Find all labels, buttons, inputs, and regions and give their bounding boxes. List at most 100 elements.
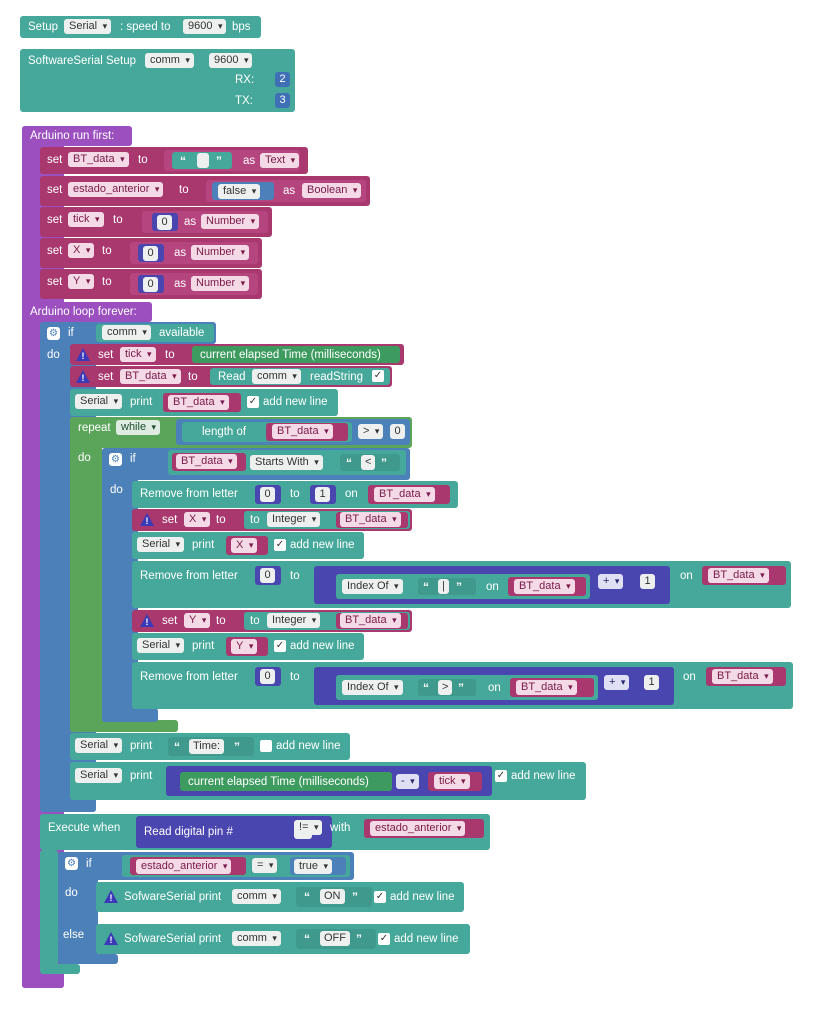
as-type-block[interactable]: false as Boolean <box>206 180 366 202</box>
type-dropdown[interactable]: Number <box>201 214 260 229</box>
text-literal-block[interactable]: “ Time: ” <box>168 737 254 756</box>
text-literal-block[interactable]: “ | ” <box>418 578 476 595</box>
text-literal-block[interactable]: “ < ” <box>340 454 400 471</box>
math-add-block[interactable]: Index Of “ > ” on BT_data + 1 <box>314 667 674 705</box>
var-dropdown[interactable]: BT_data <box>708 568 769 583</box>
length-of-block[interactable]: length of BT_data <box>182 422 352 442</box>
serial-print-elapsed-block[interactable]: Serial print current elapsed Time (milli… <box>70 762 586 800</box>
var-dropdown[interactable]: BT_data <box>374 487 435 502</box>
bool-literal-block[interactable]: false <box>212 182 274 200</box>
bt-var-block[interactable]: BT_data <box>510 678 594 697</box>
x-var-block[interactable]: X <box>226 536 268 555</box>
text-literal-block[interactable]: “ OFF ” <box>296 929 376 949</box>
checkbox-icon[interactable] <box>260 740 272 752</box>
zero-number[interactable]: 0 <box>390 424 405 439</box>
number-value[interactable]: 0 <box>260 568 275 583</box>
string-value[interactable]: OFF <box>320 931 350 946</box>
math-minus-block[interactable]: current elapsed Time (milliseconds) - ti… <box>166 766 492 796</box>
y-var-block[interactable]: Y <box>226 637 268 656</box>
number-value[interactable]: 0 <box>260 669 275 684</box>
plus-dropdown[interactable]: + <box>598 574 624 589</box>
serial-dropdown[interactable]: Serial <box>75 768 123 783</box>
var-dropdown[interactable]: BT_data <box>516 680 577 695</box>
var-dropdown[interactable]: estado_anterior <box>370 821 466 836</box>
to-integer-block[interactable]: to Integer BT_data <box>244 612 410 630</box>
ss-name-dropdown[interactable]: comm <box>145 53 194 68</box>
number-block[interactable]: 0 <box>152 213 178 231</box>
index-of-block[interactable]: Index Of “ > ” on BT_data <box>336 675 598 700</box>
warning-icon[interactable]: ! <box>140 614 154 627</box>
bt-var-block[interactable]: BT_data <box>163 393 241 412</box>
integer-dropdown[interactable]: Integer <box>267 613 321 628</box>
string-value[interactable]: > <box>438 680 453 695</box>
var-dropdown[interactable]: BT_data <box>514 579 575 594</box>
var-dropdown[interactable]: X <box>184 512 211 527</box>
var-dropdown[interactable]: X <box>231 538 258 553</box>
starts-with-dropdown[interactable]: Starts With <box>250 455 323 470</box>
tick-var-block[interactable]: tick <box>428 772 482 791</box>
serial-dropdown[interactable]: Serial <box>64 19 112 34</box>
string-value[interactable]: | <box>438 579 449 594</box>
gt-dropdown[interactable]: > <box>358 424 384 439</box>
gear-icon[interactable]: ⚙ <box>65 857 78 870</box>
number-block[interactable]: 0 <box>255 485 281 504</box>
var-dropdown[interactable]: BT_data <box>712 669 773 684</box>
text-literal-block[interactable]: “ ON ” <box>296 887 372 907</box>
var-dropdown[interactable]: Y <box>184 613 211 628</box>
number-value[interactable]: 0 <box>143 277 158 292</box>
bt-var-block[interactable]: BT_data <box>336 613 408 629</box>
tx-number[interactable]: 3 <box>275 93 290 108</box>
var-dropdown[interactable]: Y <box>231 639 258 654</box>
bool-dropdown[interactable]: false <box>218 184 261 199</box>
type-dropdown[interactable]: Boolean <box>302 183 362 198</box>
set-y-block[interactable]: set Y to 0 as Number <box>40 269 262 299</box>
bt-var-block[interactable]: BT_data <box>266 423 348 441</box>
set-x-block[interactable]: set X to 0 as Number <box>40 238 262 268</box>
empty-string[interactable] <box>197 153 209 168</box>
setup-serial-block[interactable]: Setup Serial : speed to 9600 bps <box>20 16 261 38</box>
one-number[interactable]: 1 <box>644 675 659 690</box>
warning-icon[interactable]: ! <box>76 370 90 383</box>
var-dropdown[interactable]: BT_data <box>176 454 237 469</box>
warning-icon[interactable]: ! <box>140 513 154 526</box>
repeat-while-block[interactable] <box>70 417 102 732</box>
plus-dropdown[interactable]: + <box>604 675 630 690</box>
bt-var-block[interactable]: BT_data <box>368 485 450 504</box>
type-dropdown[interactable]: Number <box>191 276 250 291</box>
softwareserial-setup-block[interactable]: SoftwareSerial Setup comm 9600 RX: 2 TX:… <box>20 49 295 112</box>
eq-dropdown[interactable]: = <box>252 858 278 873</box>
compare-block[interactable]: length of BT_data > 0 <box>176 419 410 445</box>
serial-print-y-block[interactable]: Serial print Y ✓ add new line <box>132 633 364 660</box>
text-literal-block[interactable]: “ ” <box>172 152 232 169</box>
index-of-block[interactable]: Index Of “ | ” on BT_data <box>336 574 590 599</box>
elapsed-time-block[interactable]: current elapsed Time (milliseconds) <box>180 772 392 791</box>
checkbox-icon[interactable]: ✓ <box>378 933 390 945</box>
remove-letter-block-2[interactable]: Remove from letter 0 to Index Of “ | ” o… <box>132 561 791 608</box>
remove-letter-block-3[interactable]: Remove from letter 0 to Index Of “ > ” o… <box>132 662 793 709</box>
serial-dropdown[interactable]: Serial <box>75 738 123 753</box>
serial-dropdown[interactable]: Serial <box>75 394 123 409</box>
neq-dropdown[interactable]: != <box>294 820 323 835</box>
comm-dropdown[interactable]: comm <box>232 889 281 904</box>
string-value[interactable]: ON <box>320 889 345 904</box>
ss-baud-dropdown[interactable]: 9600 <box>209 53 253 68</box>
index-of-dropdown[interactable]: Index Of <box>342 680 403 695</box>
one-number[interactable]: 1 <box>640 574 655 589</box>
checkbox-icon[interactable]: ✓ <box>372 370 384 382</box>
var-dropdown[interactable]: tick <box>434 774 470 789</box>
var-dropdown[interactable]: BT_data <box>120 369 181 384</box>
math-add-block[interactable]: Index Of “ | ” on BT_data + 1 <box>314 566 670 604</box>
set-estado-block[interactable]: set estado_anterior to false as Boolean <box>40 176 370 206</box>
var-dropdown[interactable]: X <box>68 243 95 258</box>
checkbox-icon[interactable]: ✓ <box>247 396 259 408</box>
warning-icon[interactable]: ! <box>104 890 118 903</box>
serial-dropdown[interactable]: Serial <box>137 638 185 653</box>
comm-dropdown[interactable]: comm <box>232 931 281 946</box>
var-dropdown[interactable]: estado_anterior <box>136 859 232 874</box>
type-dropdown[interactable]: Number <box>191 245 250 260</box>
var-dropdown[interactable]: Y <box>68 274 95 289</box>
bt-var-block[interactable]: BT_data <box>172 453 246 471</box>
number-value[interactable]: 0 <box>143 246 158 261</box>
as-type-block[interactable]: 0 as Number <box>142 211 268 233</box>
number-value[interactable]: 0 <box>260 487 275 502</box>
